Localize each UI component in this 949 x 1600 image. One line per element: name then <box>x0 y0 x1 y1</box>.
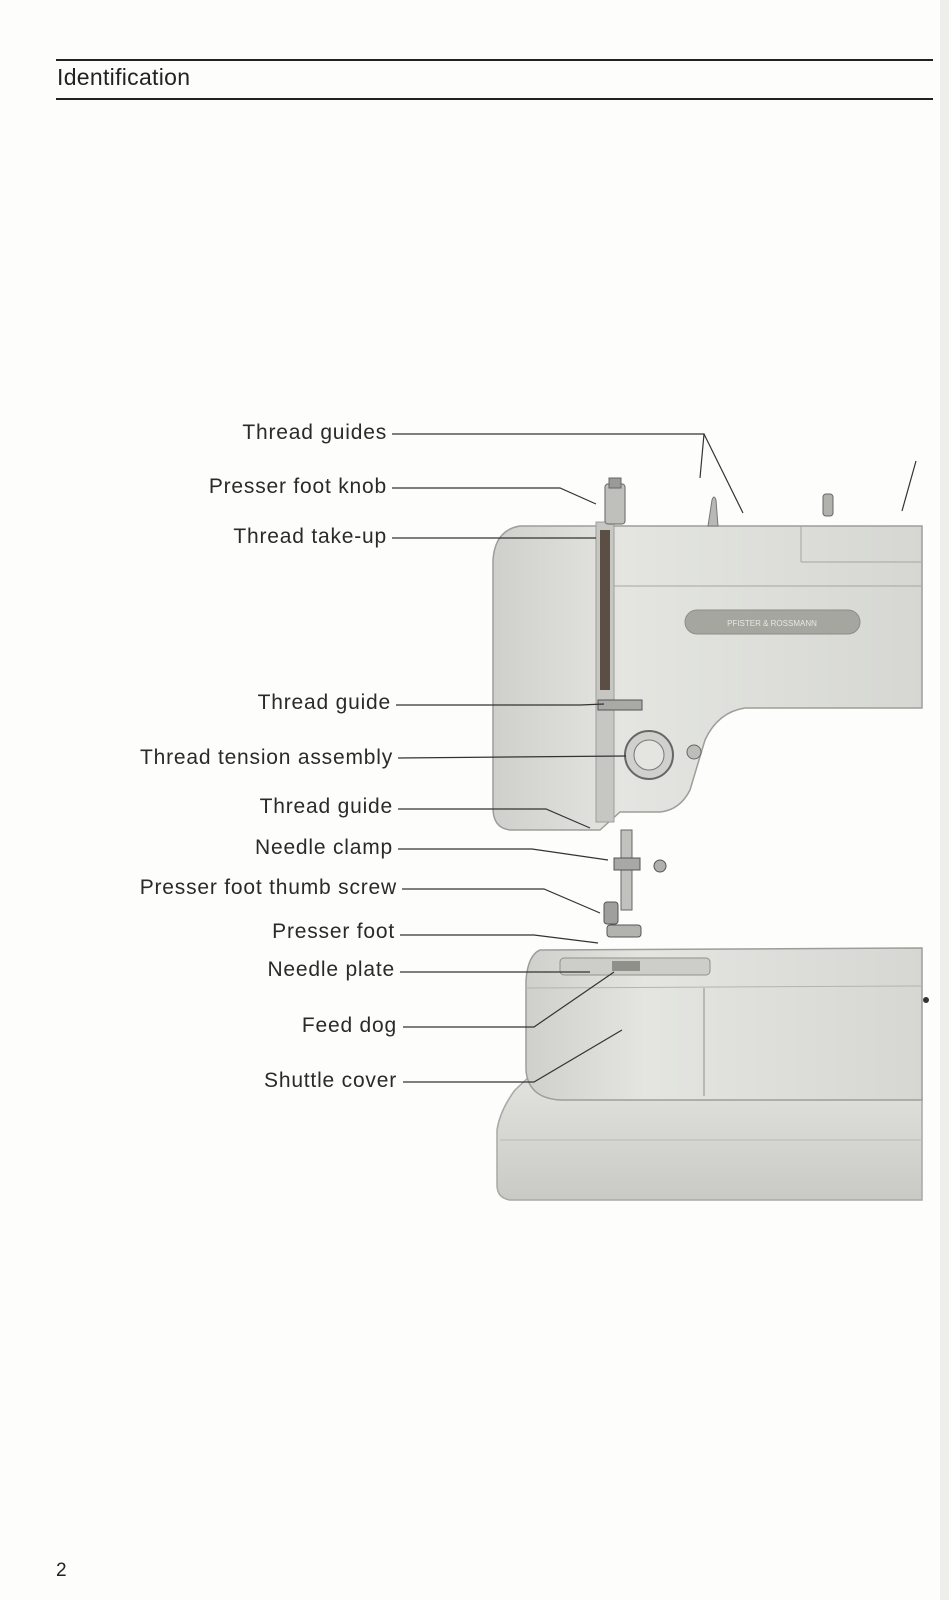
label-needle-clamp: Needle clamp <box>255 836 393 859</box>
label-feed-dog: Feed dog <box>301 1014 397 1037</box>
nameplate <box>684 609 861 635</box>
nameplate-text: PFISTER & ROSSMANN <box>727 619 817 628</box>
presser-foot-knob-shape <box>604 483 626 525</box>
section-title: Identification <box>57 64 191 90</box>
page-edge <box>940 0 949 1600</box>
label-presser-foot-thumb-screw: Presser foot thumb screw <box>139 876 397 899</box>
label-thread-guide-upper: Thread guide <box>257 691 391 714</box>
header-bottom-rule <box>56 98 933 100</box>
label-thread-take-up: Thread take-up <box>233 525 387 548</box>
label-thread-guides: Thread guides <box>242 421 387 444</box>
page-number: 2 <box>56 1560 67 1581</box>
label-thread-tension-assembly: Thread tension assembly <box>139 746 393 769</box>
header-top-rule <box>56 59 933 61</box>
label-shuttle-cover: Shuttle cover <box>264 1069 397 1092</box>
label-presser-foot-knob: Presser foot knob <box>208 475 387 498</box>
label-needle-plate: Needle plate <box>267 958 395 981</box>
machine-head <box>492 525 923 831</box>
label-presser-foot: Presser foot <box>272 920 395 943</box>
leader-lines <box>392 433 917 1083</box>
label-thread-guide-lower: Thread guide <box>259 795 393 818</box>
